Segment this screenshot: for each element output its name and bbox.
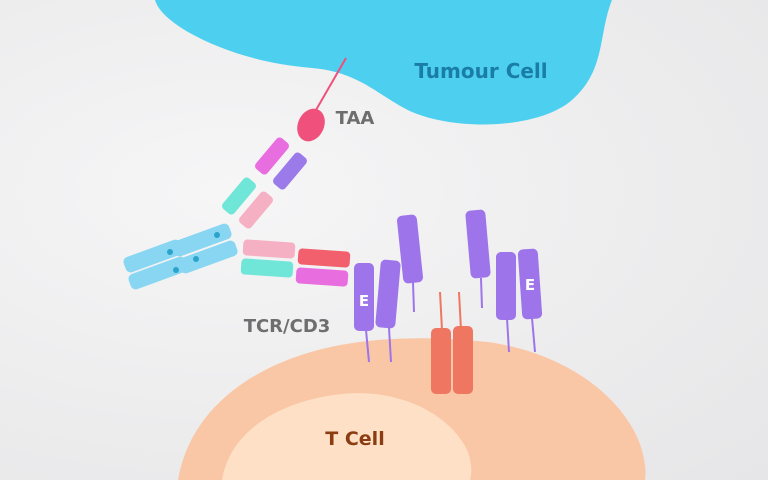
cd3-stalk [531,317,536,353]
tcr-stalk [439,291,443,331]
taa-stalk [315,57,347,111]
tcr-receptor [431,291,473,394]
cd3-stalk [365,329,370,363]
fc-region [123,223,238,290]
domain-cl-cd3 [242,239,296,259]
tumour-cell-label: Tumour Cell [414,59,547,83]
domain-ch3-b [128,256,188,290]
cd3-epsilon-right [517,248,543,320]
disulfide-dot [167,249,173,255]
fab-arm-tumour [222,137,307,229]
tumour-cell [155,0,612,125]
domain-vh-cd3 [295,267,349,287]
domain-vh-tumour [255,137,289,175]
cd3-chain [496,252,516,320]
disulfide-dot [173,267,179,273]
disulfide-dot [193,256,199,262]
cd3-epsilon-right-label: E [525,276,535,294]
tcr-stalk [458,291,462,331]
domain-ch3-a [123,239,183,273]
cd3-epsilon-left-label: E [359,292,369,310]
cd3-chain [465,209,491,279]
cd3-epsilon-left [354,263,374,331]
domain-vl-cd3 [297,248,351,268]
cd3-stalk [480,277,483,309]
cd3-stalk [388,327,392,363]
t-cell-nucleus [222,393,472,480]
domain-ch1-tumour [222,177,256,215]
tcr-alpha-chain [431,328,451,394]
cd3-chain [396,214,424,284]
cd3-stalk [506,317,510,353]
cd3-complex: E E [354,209,543,363]
cd3-chain [375,259,401,329]
fab-arm-cd3 [240,239,351,287]
t-cell-label: T Cell [325,428,384,450]
disulfide-dot [214,232,220,238]
taa-label: TAA [336,108,375,129]
domain-ch2-a [172,223,232,257]
domain-ch1-cd3 [240,258,294,278]
tcr-beta-chain [453,326,473,394]
domain-vl-tumour [273,152,307,190]
tcr-cd3-label: TCR/CD3 [244,316,331,337]
taa-antigen [297,108,325,142]
cd3-stalk [412,281,415,313]
domain-ch2-b [178,240,238,274]
domain-cl-tumour [239,191,273,229]
